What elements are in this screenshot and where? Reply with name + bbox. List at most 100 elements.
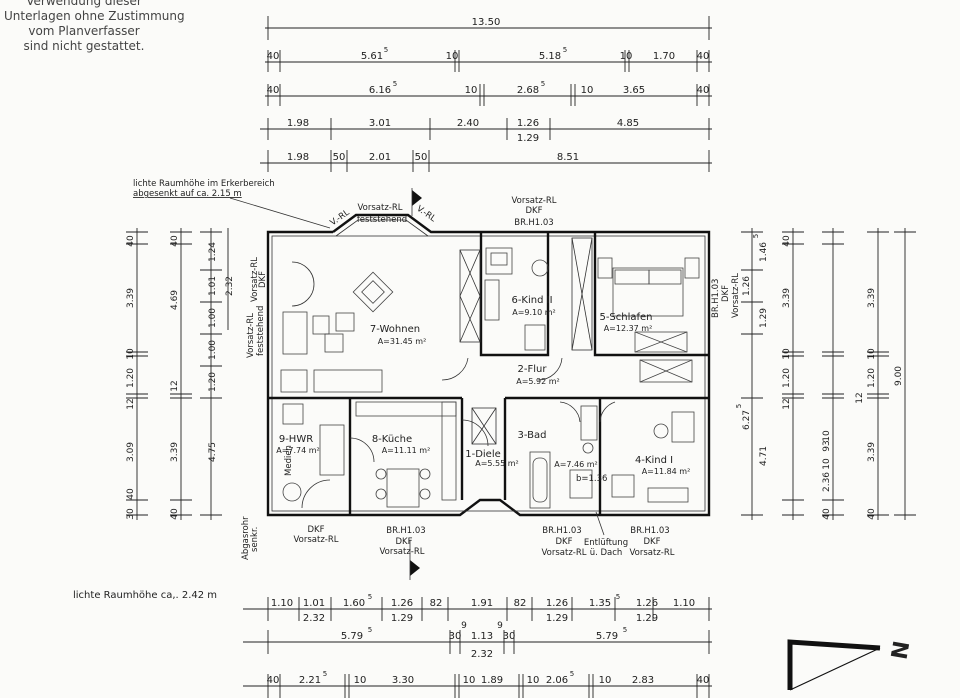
dim-label: 5.18 [539, 51, 561, 62]
dim-label: 5.79 [341, 631, 363, 642]
dim-label: 30 [503, 631, 516, 642]
dim-label: 3.39 [867, 442, 877, 462]
dim-label: 5 [570, 670, 574, 678]
dim-label: 1.10 [271, 598, 293, 609]
dim-label: 10 [867, 348, 877, 360]
dim-label: 5 [616, 593, 620, 601]
room-area: A=12.37 m² [604, 324, 653, 333]
dim-label: 50 [333, 152, 346, 163]
dim-label: 40 [267, 85, 280, 96]
erker-note: abgesenkt auf ca. 2.15 m [133, 189, 242, 199]
dim-label: 1.91 [471, 598, 493, 609]
dim-label: 3.30 [392, 675, 414, 686]
dim-label: 2.36 [822, 472, 832, 492]
window-label: Vorsatz-RL [246, 313, 256, 358]
dim-label: 1.24 [208, 242, 218, 262]
dim-label: 1.00 [208, 340, 218, 360]
dim-label: 1.20 [126, 368, 136, 388]
dim-label: 40 [782, 235, 792, 247]
dim-label: 2.32 [225, 276, 235, 296]
dim-label: 10 [527, 675, 540, 686]
window-label: BR.H1.03 [630, 526, 669, 536]
room-name: 5-Schlafen [599, 312, 652, 323]
dim-label: 1.98 [287, 118, 309, 129]
dim-label: 5 [623, 626, 627, 634]
dim-label: 1.26 [517, 118, 539, 129]
dim-label: 10 [599, 675, 612, 686]
window-label: feststehend [357, 215, 407, 225]
dim-label: 1.29 [546, 613, 568, 624]
disclaimer-line: Unterlagen ohne Zustimmung [4, 9, 185, 23]
dim-label: 5 [368, 626, 372, 634]
door-swings [291, 261, 616, 509]
dim-label: 1.10 [673, 598, 695, 609]
dim-label: 3.65 [623, 85, 645, 96]
dim-label: 10 [620, 51, 633, 62]
window-label: DKF [643, 537, 660, 547]
disclaimer-line: sind nicht gestattet. [23, 39, 145, 53]
disclaimer-line: vom Planverfasser [28, 24, 140, 38]
window-label: DKF [307, 525, 324, 535]
dim-label: 30 [126, 508, 136, 520]
erker-note: lichte Raumhöhe im Erkerbereich [133, 179, 275, 189]
dim-label: 5 [541, 80, 545, 88]
dim-label: 1.29 [759, 308, 769, 328]
dim-label: 1.98 [287, 152, 309, 163]
dim-label: 6.16 [369, 85, 391, 96]
dim-label: 1.35 [589, 598, 611, 609]
flue-label: Abgasrohr [241, 516, 251, 560]
flue-label: senkr. [250, 527, 260, 552]
window-label: DKF [555, 537, 572, 547]
ceiling-height-note: lichte Raumhöhe ca,. 2.42 m [73, 590, 217, 601]
window-label: Vorsatz-RL [250, 257, 260, 302]
dim-label: 1.26 [636, 598, 658, 609]
top-dimension-chains: 13.50 40 5.61 5 10 5.18 5 10 1.70 40 40 … [260, 16, 712, 172]
dim-label: 10 [822, 430, 832, 442]
dim-label: 1.13 [471, 631, 493, 642]
dim-label: 6.27 [742, 410, 752, 430]
dim-label: 93 [822, 440, 832, 451]
dim-label: 2.40 [457, 118, 479, 129]
room-area: A=7.74 m² [276, 446, 320, 455]
dim-label: 10 [782, 348, 792, 360]
dim-label: 2.83 [632, 675, 654, 686]
dim-label: 1.89 [481, 675, 503, 686]
window-label: BR.H1.03 [542, 526, 581, 536]
dim-label: 40 [170, 508, 180, 520]
window-label: Vorsatz-RL [294, 535, 339, 545]
dim-label: 5 [735, 404, 743, 408]
dim-label: 1.29 [636, 613, 658, 624]
dim-label: 40 [822, 508, 832, 520]
dim-label: 12 [126, 398, 136, 409]
dim-label: 82 [430, 598, 443, 609]
room-name: 4-Kind I [635, 455, 673, 466]
dim-label: 10 [465, 85, 478, 96]
outer-walls [266, 213, 711, 517]
dim-label: 9 [497, 621, 503, 631]
room-name: 3-Bad [518, 430, 547, 441]
dim-label: 3.09 [126, 442, 136, 462]
bottom-dimension-chains: 1.10 1.01 1.60 5 1.26 82 1.91 82 1.26 1.… [243, 593, 712, 698]
dim-label: 1.01 [208, 276, 218, 296]
interior-walls [268, 232, 709, 515]
dim-label: 40 [867, 508, 877, 520]
dim-label: 5 [752, 234, 760, 238]
vent-label: Entlüftung [584, 538, 628, 548]
dim-label: 10 [354, 675, 367, 686]
dim-label: 10 [126, 348, 136, 360]
room-area: A=11.11 m² [382, 446, 431, 455]
window-label: DKF [525, 206, 542, 216]
dim-label: 1.46 [759, 242, 769, 262]
dim-label: 1.26 [391, 598, 413, 609]
furniture [280, 247, 700, 509]
dim-label: 40 [697, 51, 710, 62]
dim-label: 10 [446, 51, 459, 62]
dim-label: 3.39 [782, 288, 792, 308]
dim-label: 1.01 [303, 598, 325, 609]
window-label: feststehend [256, 306, 266, 356]
room-name: 8-Küche [372, 434, 412, 445]
dim-label: 4.75 [208, 442, 218, 462]
dim-label: 5 [563, 46, 567, 54]
left-dimension-chains: 40 3.39 10 1.20 12 3.09 40 30 40 4.69 12… [126, 228, 235, 520]
